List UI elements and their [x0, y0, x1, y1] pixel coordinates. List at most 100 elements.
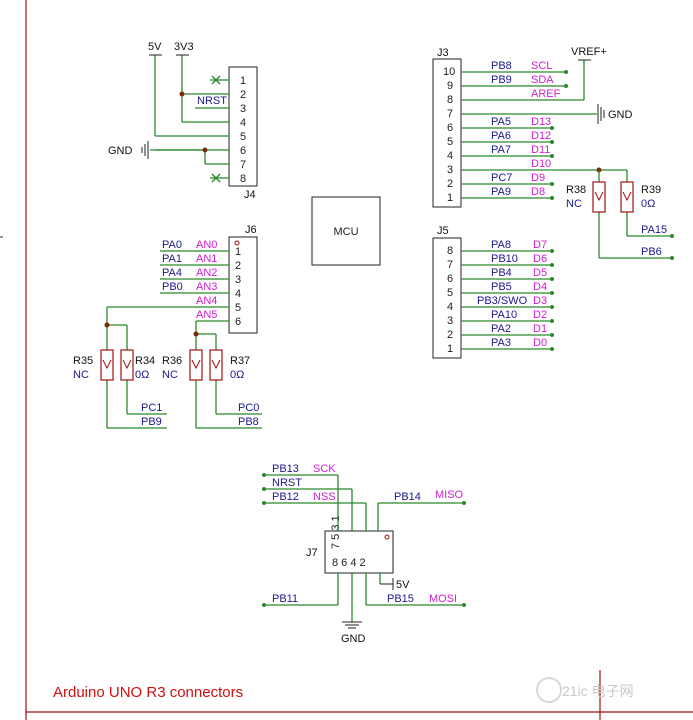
r37-ref: R37: [230, 355, 250, 367]
r34-value: 0Ω: [135, 369, 149, 381]
r36-value: NC: [162, 369, 178, 381]
j5-ard-d0: D0: [533, 337, 547, 349]
j5-pin-7: 7: [447, 259, 453, 271]
j3-ard-d11: D11: [531, 144, 550, 156]
j7-ref: J7: [306, 547, 318, 559]
j3-net-pc7: PC7: [491, 172, 512, 184]
j3-pin-2: 2: [447, 178, 453, 190]
j4-pin-7: 7: [240, 159, 246, 171]
j5-net-pa8: PA8: [491, 239, 511, 251]
j6-pin-2: 2: [235, 260, 241, 272]
j4-ref: J4: [244, 189, 256, 201]
connector-j4: 1 2 3 4 5 6 7 8 J4 NRST 5V 3: [108, 41, 258, 201]
ground-symbol-icon: [342, 621, 362, 629]
connector-j6: 1 2 3 4 5 6 J6 PA0 PA1 PA4 PB0 AN0 AN1 A…: [107, 224, 258, 334]
no-connect-icon: [211, 173, 221, 183]
j6-net-pa4: PA4: [162, 267, 182, 279]
r37-value: 0Ω: [230, 369, 244, 381]
j5-ard-d3: D3: [533, 295, 547, 307]
j6-ard-an2: AN2: [196, 267, 217, 279]
j3-ard-sda: SDA: [531, 74, 554, 86]
j3-net-pb8: PB8: [491, 60, 512, 72]
j5-ard-d1: D1: [533, 323, 547, 335]
j5-net-pb3-swo: PB3/SWO: [477, 295, 528, 307]
power-3v3-label: 3V3: [174, 41, 194, 53]
j5-pin-4: 4: [447, 301, 453, 313]
j6-pin-3: 3: [235, 274, 241, 286]
r38-value: NC: [566, 198, 582, 210]
net-pb6: PB6: [641, 246, 662, 258]
j5-pin-6: 6: [447, 273, 453, 285]
j7-func-mosi: MOSI: [429, 593, 457, 605]
connector-j5: J5 8 7 6 5 4 3 2 1 PA8 PB10 PB4 PB5 PB3/…: [432, 225, 554, 359]
j4-pin-3: 3: [240, 103, 246, 115]
watermark-text: 21ic 电子网: [562, 683, 634, 699]
j3-ref: J3: [437, 47, 449, 59]
j3-pin-1: 1: [447, 192, 453, 204]
ground-symbol-icon: [141, 141, 149, 159]
ground-symbol-icon: [597, 104, 605, 124]
j5-net-pa10: PA10: [491, 309, 517, 321]
j6-ard-an1: AN1: [196, 253, 217, 265]
net-pb8: PB8: [238, 416, 259, 428]
j6-net-pa0: PA0: [162, 239, 182, 251]
j5-ard-d4: D4: [533, 281, 547, 293]
j3-net-pa7: PA7: [491, 144, 511, 156]
j4-pin-8: 8: [240, 173, 246, 185]
j4-pin-4: 4: [240, 117, 246, 129]
j3-pin-7: 7: [447, 108, 453, 120]
j5-pin-3: 3: [447, 315, 453, 327]
j3-ard-d8: D8: [531, 186, 545, 198]
resistor-r34: [120, 349, 134, 381]
j5-pin-1: 1: [447, 343, 453, 355]
j4-gnd-label: GND: [108, 145, 133, 157]
j3-net-pa9: PA9: [491, 186, 511, 198]
j3-net-pa5: PA5: [491, 116, 511, 128]
sheet-title: Arduino UNO R3 connectors: [53, 684, 243, 701]
j3-gnd-label: GND: [608, 109, 633, 121]
net-pc0: PC0: [238, 402, 259, 414]
r38-ref: R38: [566, 184, 586, 196]
r39-ref: R39: [641, 184, 661, 196]
r35-ref: R35: [73, 355, 93, 367]
j7-func-miso: MISO: [435, 489, 464, 501]
resistor-pair-r38-r39: R38 NC R39 0Ω PA15 PB6: [566, 167, 674, 260]
j3-net-pa6: PA6: [491, 130, 511, 142]
connector-j3: J3 10 9 8 7 6 5 4 3 2 1 PB8 PB9 PA5 PA6 …: [432, 46, 633, 208]
j6-pin-5: 5: [235, 302, 241, 314]
j3-ard-aref: AREF: [531, 88, 561, 100]
j7-net-pb12: PB12: [272, 491, 299, 503]
resistor-pair-r36-r37: R36 NC R37 0Ω PC0 PB8: [162, 321, 262, 429]
j6-ref: J6: [245, 224, 257, 236]
resistor-pair-r35-r34: R35 NC R34 0Ω PC1 PB9: [73, 307, 167, 429]
j5-net-pa2: PA2: [491, 323, 511, 335]
j5-net-pb4: PB4: [491, 267, 512, 279]
j4-pin-6: 6: [240, 145, 246, 157]
j5-pin-8: 8: [447, 245, 453, 257]
j5-ard-d7: D7: [533, 239, 547, 251]
j3-pin-9: 9: [447, 80, 453, 92]
j4-pin-2: 2: [240, 89, 246, 101]
j6-pin-1: 1: [235, 246, 241, 258]
r35-value: NC: [73, 369, 89, 381]
j4-pin-5: 5: [240, 131, 246, 143]
resistor-r37: [209, 349, 223, 381]
watermark-logo: 21ic 电子网: [536, 677, 634, 703]
j7-gnd-label: GND: [341, 633, 366, 645]
j7-net-pb14: PB14: [394, 491, 421, 503]
no-connect-icon: [211, 75, 221, 85]
j7-net-nrst: NRST: [272, 477, 302, 489]
j7-top-pins: 7 5 3 1: [330, 515, 342, 549]
j3-ard-d12: D12: [531, 130, 551, 142]
j7-5v-label: 5V: [396, 579, 410, 591]
j3-pin-4: 4: [447, 150, 453, 162]
resistor-r38: [592, 181, 606, 213]
j6-ard-an0: AN0: [196, 239, 217, 251]
j6-ard-an3: AN3: [196, 281, 217, 293]
j3-pin-6: 6: [447, 122, 453, 134]
j5-net-pb5: PB5: [491, 281, 512, 293]
net-pb9: PB9: [141, 416, 162, 428]
j5-ard-d5: D5: [533, 267, 547, 279]
